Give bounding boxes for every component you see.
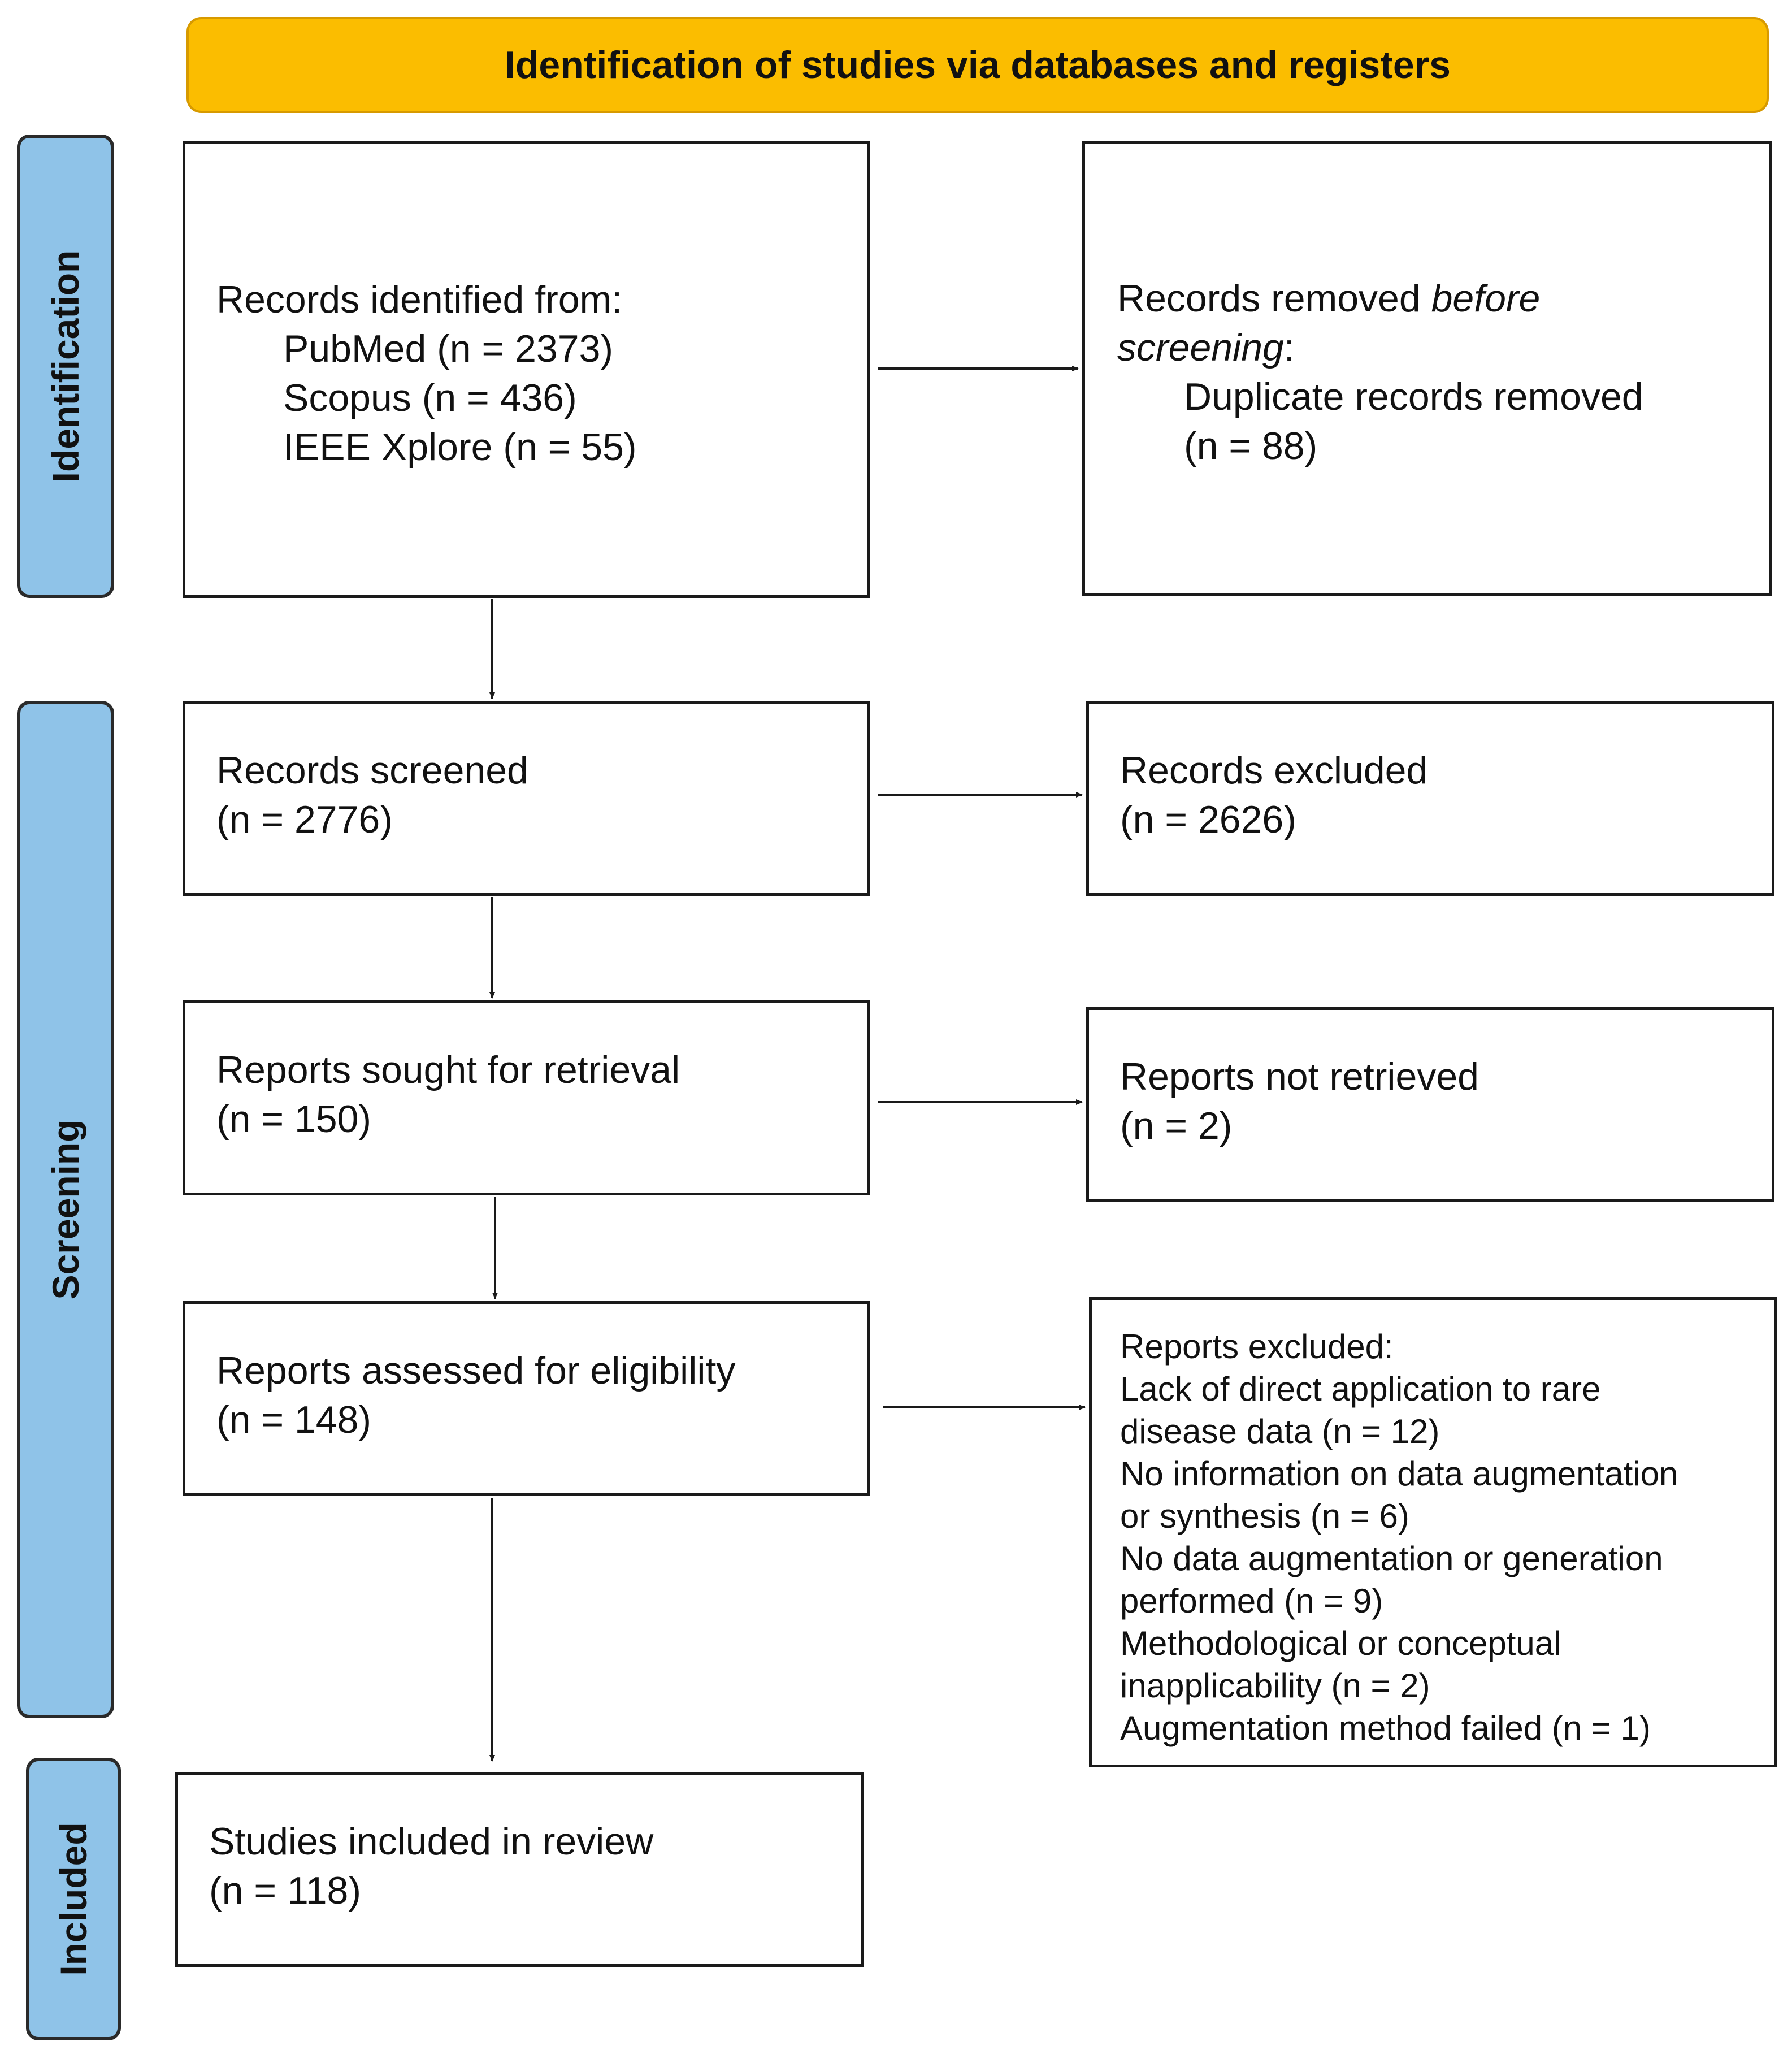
records-excluded-count: (n = 2626) xyxy=(1120,798,1296,841)
records-excluded-box: Records excluded (n = 2626) xyxy=(1086,701,1774,896)
reports-excluded-heading: Reports excluded: xyxy=(1120,1328,1394,1366)
reports-not-retrieved-count: (n = 2) xyxy=(1120,1104,1233,1147)
duplicate-records-count: (n = 88) xyxy=(1184,424,1318,467)
exclusion-reason-line: or synthesis (n = 6) xyxy=(1120,1497,1409,1535)
phase-included: Included xyxy=(26,1758,121,2040)
records-removed-heading-cont: screening: xyxy=(1117,326,1295,369)
phase-identification: Identification xyxy=(17,135,114,598)
reports-sought-label: Reports sought for retrieval xyxy=(216,1048,680,1091)
exclusion-reason-line: disease data (n = 12) xyxy=(1120,1412,1440,1450)
studies-included-count: (n = 118) xyxy=(209,1869,362,1912)
exclusion-reason-line: inapplicability (n = 2) xyxy=(1120,1667,1430,1705)
duplicate-records-label: Duplicate records removed xyxy=(1184,375,1643,418)
phase-screening: Screening xyxy=(17,701,114,1718)
reports-assessed-count: (n = 148) xyxy=(216,1398,372,1441)
identification-header: Identification of studies via databases … xyxy=(186,17,1769,113)
source-scopus: Scopus (n = 436) xyxy=(283,376,577,419)
exclusion-reason-line: Augmentation method failed (n = 1) xyxy=(1120,1709,1651,1747)
reports-not-retrieved-box: Reports not retrieved (n = 2) xyxy=(1086,1007,1774,1202)
reports-sought-box: Reports sought for retrieval (n = 150) xyxy=(183,1000,870,1195)
records-identified-heading: Records identified from: xyxy=(216,278,623,321)
records-screened-count: (n = 2776) xyxy=(216,798,393,841)
records-screened-label: Records screened xyxy=(216,749,528,792)
records-removed-box: Records removed before screening: Duplic… xyxy=(1082,141,1772,596)
records-identified-box: Records identified from: PubMed (n = 237… xyxy=(183,141,870,598)
reports-excluded-box: Reports excluded: Lack of direct applica… xyxy=(1089,1297,1777,1767)
reports-not-retrieved-label: Reports not retrieved xyxy=(1120,1055,1479,1098)
records-removed-heading: Records removed before xyxy=(1117,277,1541,320)
reports-assessed-box: Reports assessed for eligibility (n = 14… xyxy=(183,1301,870,1496)
reports-assessed-label: Reports assessed for eligibility xyxy=(216,1349,736,1392)
records-excluded-label: Records excluded xyxy=(1120,749,1428,792)
records-screened-box: Records screened (n = 2776) xyxy=(183,701,870,896)
exclusion-reason-line: performed (n = 9) xyxy=(1120,1582,1383,1620)
exclusion-reason-line: No information on data augmentation xyxy=(1120,1455,1678,1493)
reports-sought-count: (n = 150) xyxy=(216,1098,372,1141)
source-pubmed: PubMed (n = 2373) xyxy=(283,327,614,370)
exclusion-reason-line: No data augmentation or generation xyxy=(1120,1540,1663,1577)
studies-included-label: Studies included in review xyxy=(209,1820,654,1863)
exclusion-reason-line: Lack of direct application to rare xyxy=(1120,1370,1601,1408)
exclusion-reason-line: Methodological or conceptual xyxy=(1120,1624,1561,1662)
source-ieee-xplore: IEEE Xplore (n = 55) xyxy=(283,426,637,469)
studies-included-box: Studies included in review (n = 118) xyxy=(175,1772,864,1967)
